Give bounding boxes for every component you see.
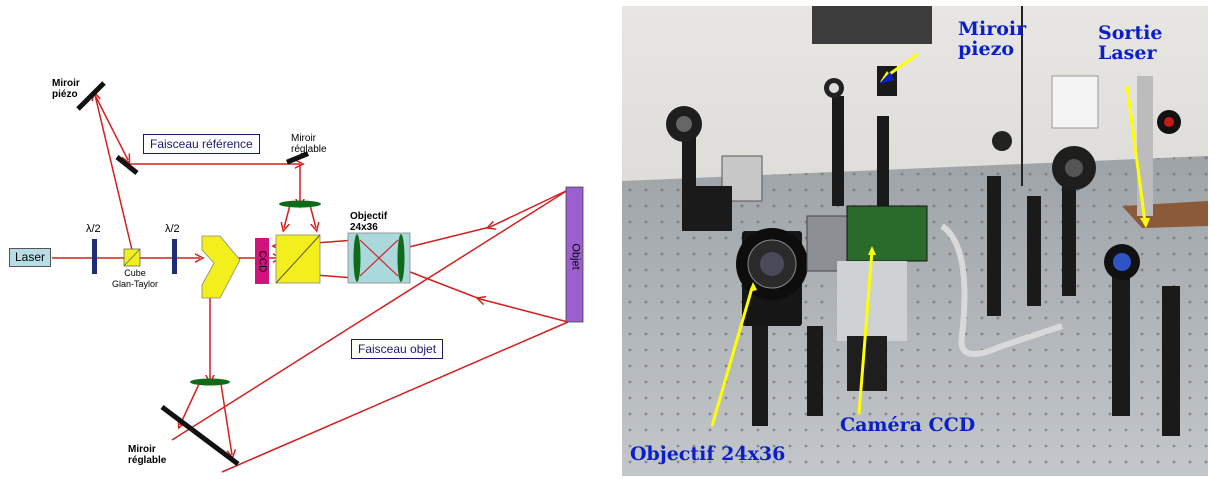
label-faisceau-reference: Faisceau référence <box>143 134 260 154</box>
beam-lens-to-mirror-r <box>220 383 232 455</box>
photo-wall-socket <box>1051 75 1099 129</box>
beam-object-return-bottom <box>404 269 569 323</box>
label-objectif-diagram: Objectif 24x36 <box>350 211 388 233</box>
label-ccd-diagram: CCD <box>254 249 270 273</box>
photo-label-objectif: Objectif 24x36 <box>630 443 786 465</box>
label-objet-wrap: Objet <box>560 242 590 270</box>
reference-fold-mirror <box>115 155 139 175</box>
half-wave-plate-1 <box>92 239 97 274</box>
translation-stage <box>682 186 732 231</box>
beam-lens-to-mirror-l <box>180 383 200 425</box>
ccd-camera-photo <box>806 205 928 391</box>
beam-cube-to-piezo <box>95 95 133 251</box>
beam-reference-r <box>309 204 316 228</box>
cube-diagonal <box>123 248 141 267</box>
label-miroir-reglable-bottom: Miroir réglable <box>128 444 167 466</box>
ccd-sensor <box>255 238 269 284</box>
beam-splitter-diagonal <box>275 234 321 284</box>
photo-label-camera-ccd: Caméra CCD <box>840 414 976 436</box>
piezo-mirror <box>76 81 106 111</box>
adjustable-mirror-bottom <box>160 405 240 466</box>
objectif-lens-photo <box>736 228 808 326</box>
laser-label-text: Laser <box>14 250 46 264</box>
beam-reference-l <box>284 204 291 228</box>
lens-reference <box>279 200 321 208</box>
optical-setup-diagram <box>52 81 584 473</box>
pointer-heads-blue <box>879 72 894 84</box>
optical-mounts <box>666 66 1181 280</box>
beam-mirror-to-object-bottom <box>221 321 569 473</box>
objectif-inner-beams <box>359 239 399 277</box>
label-faisceau-objet: Faisceau objet <box>351 339 444 359</box>
label-laser-box: Laser <box>9 248 51 267</box>
label-cube-glan-taylor: Cube Glan-Taylor <box>112 268 159 289</box>
objectif-lens-right <box>397 234 405 282</box>
beam-object-return-top <box>404 189 569 249</box>
lens-object <box>190 378 230 386</box>
folding-prism <box>201 235 241 299</box>
label-objet: Objet <box>569 242 582 270</box>
half-wave-plate-2 <box>172 239 177 274</box>
objectif-lens-left <box>353 234 361 282</box>
beam-mirror-to-object-top <box>171 189 569 441</box>
adjustable-mirror-top <box>285 151 310 165</box>
label-ccd-text: CCD <box>256 250 268 272</box>
label-miroir-reglable-top: Miroir réglable <box>291 133 327 155</box>
lab-photo <box>622 6 1208 476</box>
label-lambda-half-2: λ/2 <box>165 223 180 235</box>
cable <box>940 223 1063 357</box>
photo-label-miroir-piezo: Miroir piezo <box>958 18 1027 60</box>
label-miroir-piezo-diagram: Miroir piézo <box>52 78 80 100</box>
photo-window <box>812 6 932 44</box>
label-pointers <box>710 52 1147 427</box>
photo-label-sortie-laser: Sortie Laser <box>1098 22 1163 64</box>
label-lambda-half-1: λ/2 <box>86 223 101 235</box>
beam-piezo-to-mirror <box>94 94 128 160</box>
object-plate <box>565 186 584 323</box>
